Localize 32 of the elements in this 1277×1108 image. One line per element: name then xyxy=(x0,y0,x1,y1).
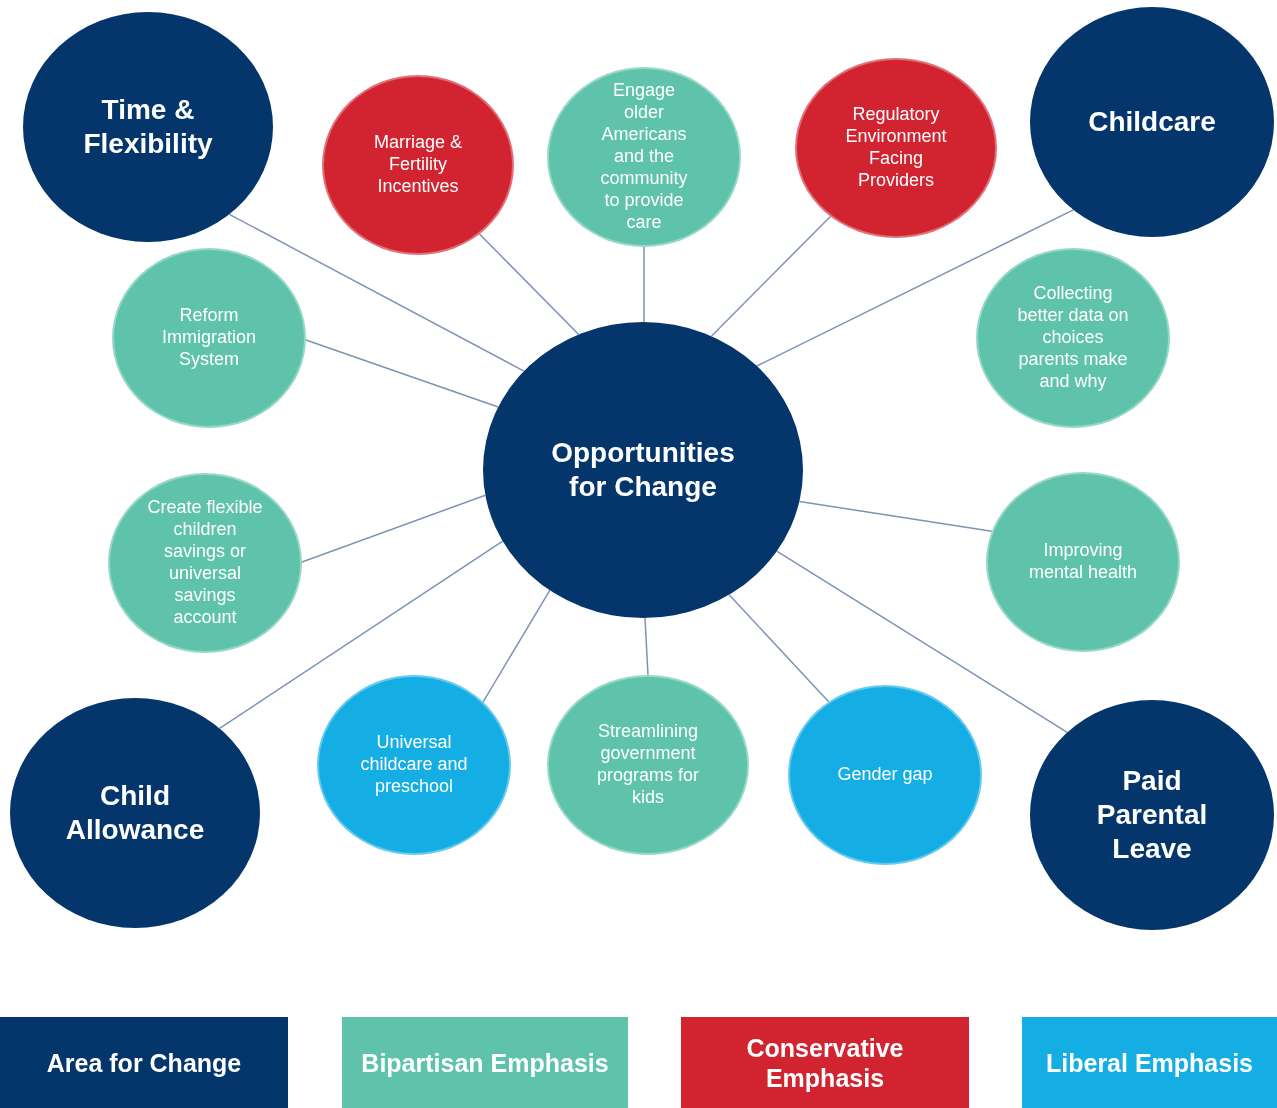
topic-text: Marriage & Fertility Incentives xyxy=(373,132,463,198)
topic-text: Create flexible children savings or universal savings account xyxy=(146,497,264,629)
topic-text: Regulatory Environment Facing Providers xyxy=(844,104,948,192)
topic-text: Reform Immigration System xyxy=(161,305,257,371)
topic-text: Streamlining government programs for kids xyxy=(595,721,700,809)
connector-line xyxy=(301,494,487,563)
connector-line xyxy=(643,246,645,323)
area-title: Childcare xyxy=(1087,104,1217,139)
connector-line xyxy=(482,589,551,703)
topic-text: Universal childcare and preschool xyxy=(359,732,469,798)
topic-text: Engage older Americans and the community to provide care xyxy=(599,80,689,234)
legend-swatch: Area for Change xyxy=(0,1017,288,1108)
connector-line xyxy=(478,233,580,336)
area-title: Paid Parental Leave xyxy=(1095,763,1209,867)
legend-swatch: Conservative Emphasis xyxy=(681,1017,969,1108)
connector-line xyxy=(756,209,1075,367)
topic-text: Collecting better data on choices parents make and why xyxy=(1016,283,1130,393)
topic-text: Gender gap xyxy=(836,764,934,786)
legend-swatch: Bipartisan Emphasis xyxy=(342,1017,628,1108)
connector-line xyxy=(710,215,832,337)
legend-swatch: Liberal Emphasis xyxy=(1022,1017,1277,1108)
connector-line xyxy=(228,213,525,372)
area-title: Opportunities for Change xyxy=(550,435,736,504)
connector-line xyxy=(218,540,504,730)
topic-text: Improving mental health xyxy=(1027,540,1139,584)
connector-line xyxy=(728,594,830,703)
area-title: Child Allowance xyxy=(64,778,206,847)
connector-line xyxy=(644,617,649,676)
area-title: Time & Flexibility xyxy=(82,92,214,161)
connector-line xyxy=(798,500,993,533)
connector-line xyxy=(776,550,1068,734)
connector-line xyxy=(305,339,499,408)
